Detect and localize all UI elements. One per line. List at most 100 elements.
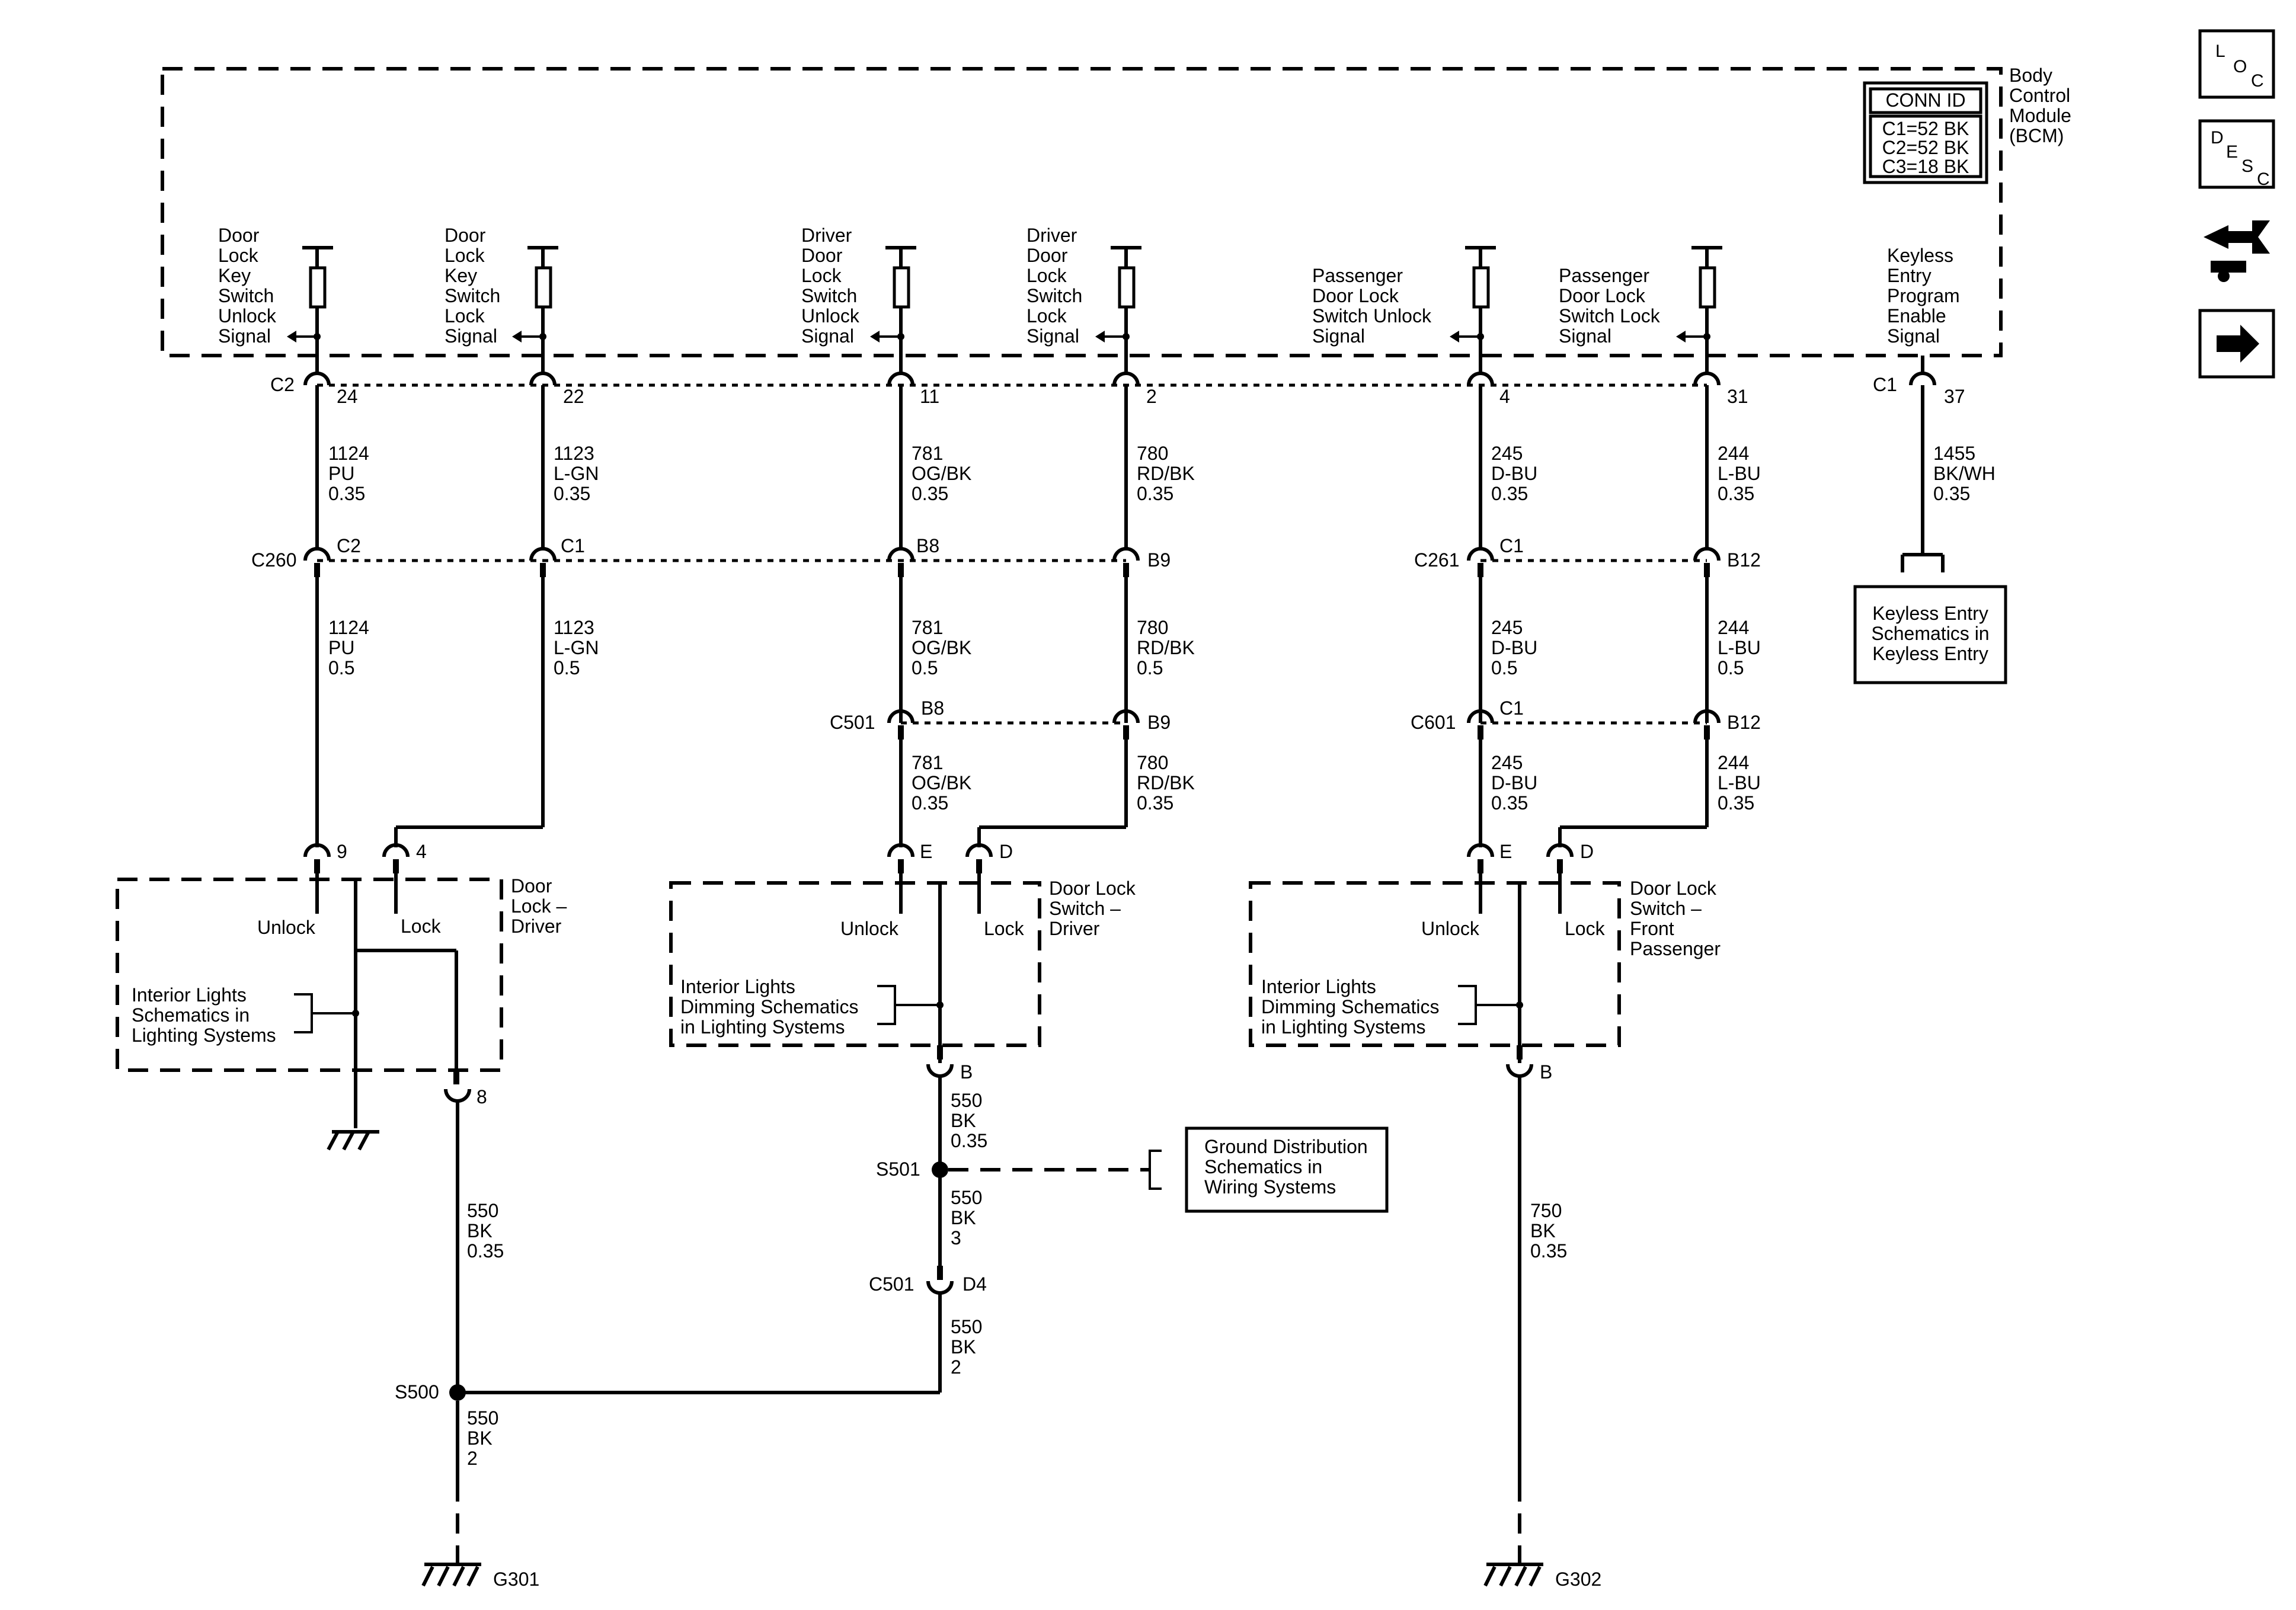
svg-text:0.5: 0.5 <box>1718 657 1744 678</box>
svg-text:245: 245 <box>1491 617 1523 638</box>
svg-text:OG/BK: OG/BK <box>912 637 971 658</box>
svg-text:D-BU: D-BU <box>1491 463 1537 484</box>
svg-text:S501: S501 <box>876 1158 920 1180</box>
signal-label-2: Door Lock Key Switch Lock Signal <box>445 225 500 347</box>
svg-text:E: E <box>920 841 932 862</box>
svg-text:E: E <box>2226 142 2238 162</box>
svg-text:O: O <box>2233 57 2247 76</box>
signal-label-1: Door Lock Key Switch Unlock Signal <box>218 225 277 347</box>
door-lock-driver-text: Unlock Lock Door Lock – Driver Interior … <box>132 875 567 1046</box>
signal-label-5: Passenger Door Lock Switch Unlock Signal <box>1312 265 1432 347</box>
svg-text:Switch: Switch <box>801 285 857 306</box>
svg-text:Lock: Lock <box>445 245 485 266</box>
svg-text:Module: Module <box>2009 105 2071 126</box>
connector-icon[interactable] <box>2204 220 2270 282</box>
svg-text:0.35: 0.35 <box>328 483 365 504</box>
svg-text:C260: C260 <box>251 549 297 571</box>
upper-wires <box>315 385 1924 555</box>
svg-text:781: 781 <box>912 752 943 773</box>
svg-text:S: S <box>2241 156 2253 176</box>
door-lock-switch-passenger-internals <box>1458 873 1562 1063</box>
svg-text:4: 4 <box>416 841 427 862</box>
svg-text:Unlock: Unlock <box>840 918 899 939</box>
svg-text:G301: G301 <box>493 1569 539 1590</box>
svg-text:E: E <box>1499 841 1512 862</box>
svg-text:Driver: Driver <box>511 916 562 937</box>
svg-text:Lock –: Lock – <box>511 895 567 917</box>
inline-row1-labels: C260 C2 C1 B8 B9 C261 C1 B12 <box>251 535 1761 571</box>
svg-text:Schematics in: Schematics in <box>1871 623 1989 644</box>
svg-text:L-BU: L-BU <box>1718 463 1761 484</box>
svg-text:BK: BK <box>951 1336 976 1358</box>
svg-text:Door: Door <box>445 225 486 246</box>
svg-text:Keyless: Keyless <box>1887 245 1953 266</box>
svg-text:550: 550 <box>951 1316 982 1337</box>
svg-text:550: 550 <box>467 1200 498 1221</box>
svg-text:Door: Door <box>511 875 552 897</box>
svg-text:B12: B12 <box>1727 712 1761 733</box>
bcm-connector-pins <box>303 356 1936 386</box>
svg-text:Lock: Lock <box>801 265 842 286</box>
svg-text:OG/BK: OG/BK <box>912 463 971 484</box>
svg-text:Lock: Lock <box>218 245 259 266</box>
bcm-title: Body Control Module (BCM) <box>2009 65 2071 146</box>
door-lock-switch-driver-outline <box>669 881 1041 1047</box>
svg-text:BK: BK <box>1530 1220 1556 1241</box>
svg-text:L-BU: L-BU <box>1718 637 1761 658</box>
svg-text:2: 2 <box>467 1448 478 1469</box>
component-pin-labels: 9 4 E D E D <box>337 841 1594 862</box>
svg-text:B8: B8 <box>916 535 939 556</box>
svg-text:Lock: Lock <box>1565 918 1606 939</box>
svg-text:L: L <box>2215 41 2225 61</box>
svg-text:Door Lock: Door Lock <box>1049 878 1136 899</box>
svg-text:24: 24 <box>337 386 358 407</box>
svg-text:11: 11 <box>920 386 939 407</box>
svg-text:BK: BK <box>951 1110 976 1131</box>
next-arrow-button[interactable] <box>2198 309 2275 379</box>
svg-text:BK: BK <box>467 1220 493 1241</box>
svg-text:0.35: 0.35 <box>1718 792 1754 814</box>
svg-text:B12: B12 <box>1727 549 1761 571</box>
ground-circuits <box>421 1045 1543 1587</box>
svg-text:Interior Lights: Interior Lights <box>680 976 795 997</box>
loc-button[interactable]: L O C <box>2198 29 2275 99</box>
svg-text:Unlock: Unlock <box>801 305 860 327</box>
svg-text:C2: C2 <box>337 535 361 556</box>
signal-label-6: Passenger Door Lock Switch Lock Signal <box>1559 265 1661 347</box>
signal-circuit-4 <box>1095 246 1141 375</box>
svg-text:Dimming Schematics: Dimming Schematics <box>1261 996 1440 1017</box>
svg-text:1455: 1455 <box>1933 443 1975 464</box>
svg-text:245: 245 <box>1491 752 1523 773</box>
svg-text:(BCM): (BCM) <box>2009 125 2064 146</box>
desc-button[interactable]: D E S C <box>2198 119 2275 189</box>
svg-text:Signal: Signal <box>1027 325 1079 347</box>
svg-text:2: 2 <box>1146 386 1157 407</box>
svg-text:in Lighting Systems: in Lighting Systems <box>680 1016 845 1038</box>
svg-text:C501: C501 <box>830 712 875 733</box>
door-lock-driver-outline <box>116 878 503 1072</box>
svg-text:Switch –: Switch – <box>1049 898 1121 919</box>
svg-text:C1=52 BK: C1=52 BK <box>1882 118 1969 139</box>
svg-text:0.5: 0.5 <box>1137 657 1163 678</box>
svg-text:D: D <box>999 841 1013 862</box>
svg-text:L-GN: L-GN <box>554 463 599 484</box>
svg-text:B: B <box>1540 1061 1552 1083</box>
svg-text:C2=52 BK: C2=52 BK <box>1882 137 1969 158</box>
svg-text:Lock: Lock <box>1027 265 1067 286</box>
svg-text:781: 781 <box>912 617 943 638</box>
svg-text:Ground Distribution: Ground Distribution <box>1204 1136 1368 1157</box>
svg-text:245: 245 <box>1491 443 1523 464</box>
svg-text:C1: C1 <box>1499 535 1524 556</box>
svg-text:780: 780 <box>1137 752 1168 773</box>
svg-text:22: 22 <box>563 386 584 407</box>
svg-text:0.35: 0.35 <box>1933 483 1970 504</box>
svg-text:L-BU: L-BU <box>1718 772 1761 793</box>
svg-text:PU: PU <box>328 637 354 658</box>
svg-text:Control: Control <box>2009 85 2070 106</box>
svg-text:Body: Body <box>2009 65 2052 86</box>
svg-text:Keyless Entry: Keyless Entry <box>1872 643 1988 664</box>
svg-text:PU: PU <box>328 463 354 484</box>
svg-text:C1: C1 <box>1499 697 1524 719</box>
lower-wire-labels: 781 OG/BK 0.35 780 RD/BK 0.35 245 D-BU 0… <box>912 752 1761 814</box>
svg-text:Signal: Signal <box>1887 325 1940 347</box>
